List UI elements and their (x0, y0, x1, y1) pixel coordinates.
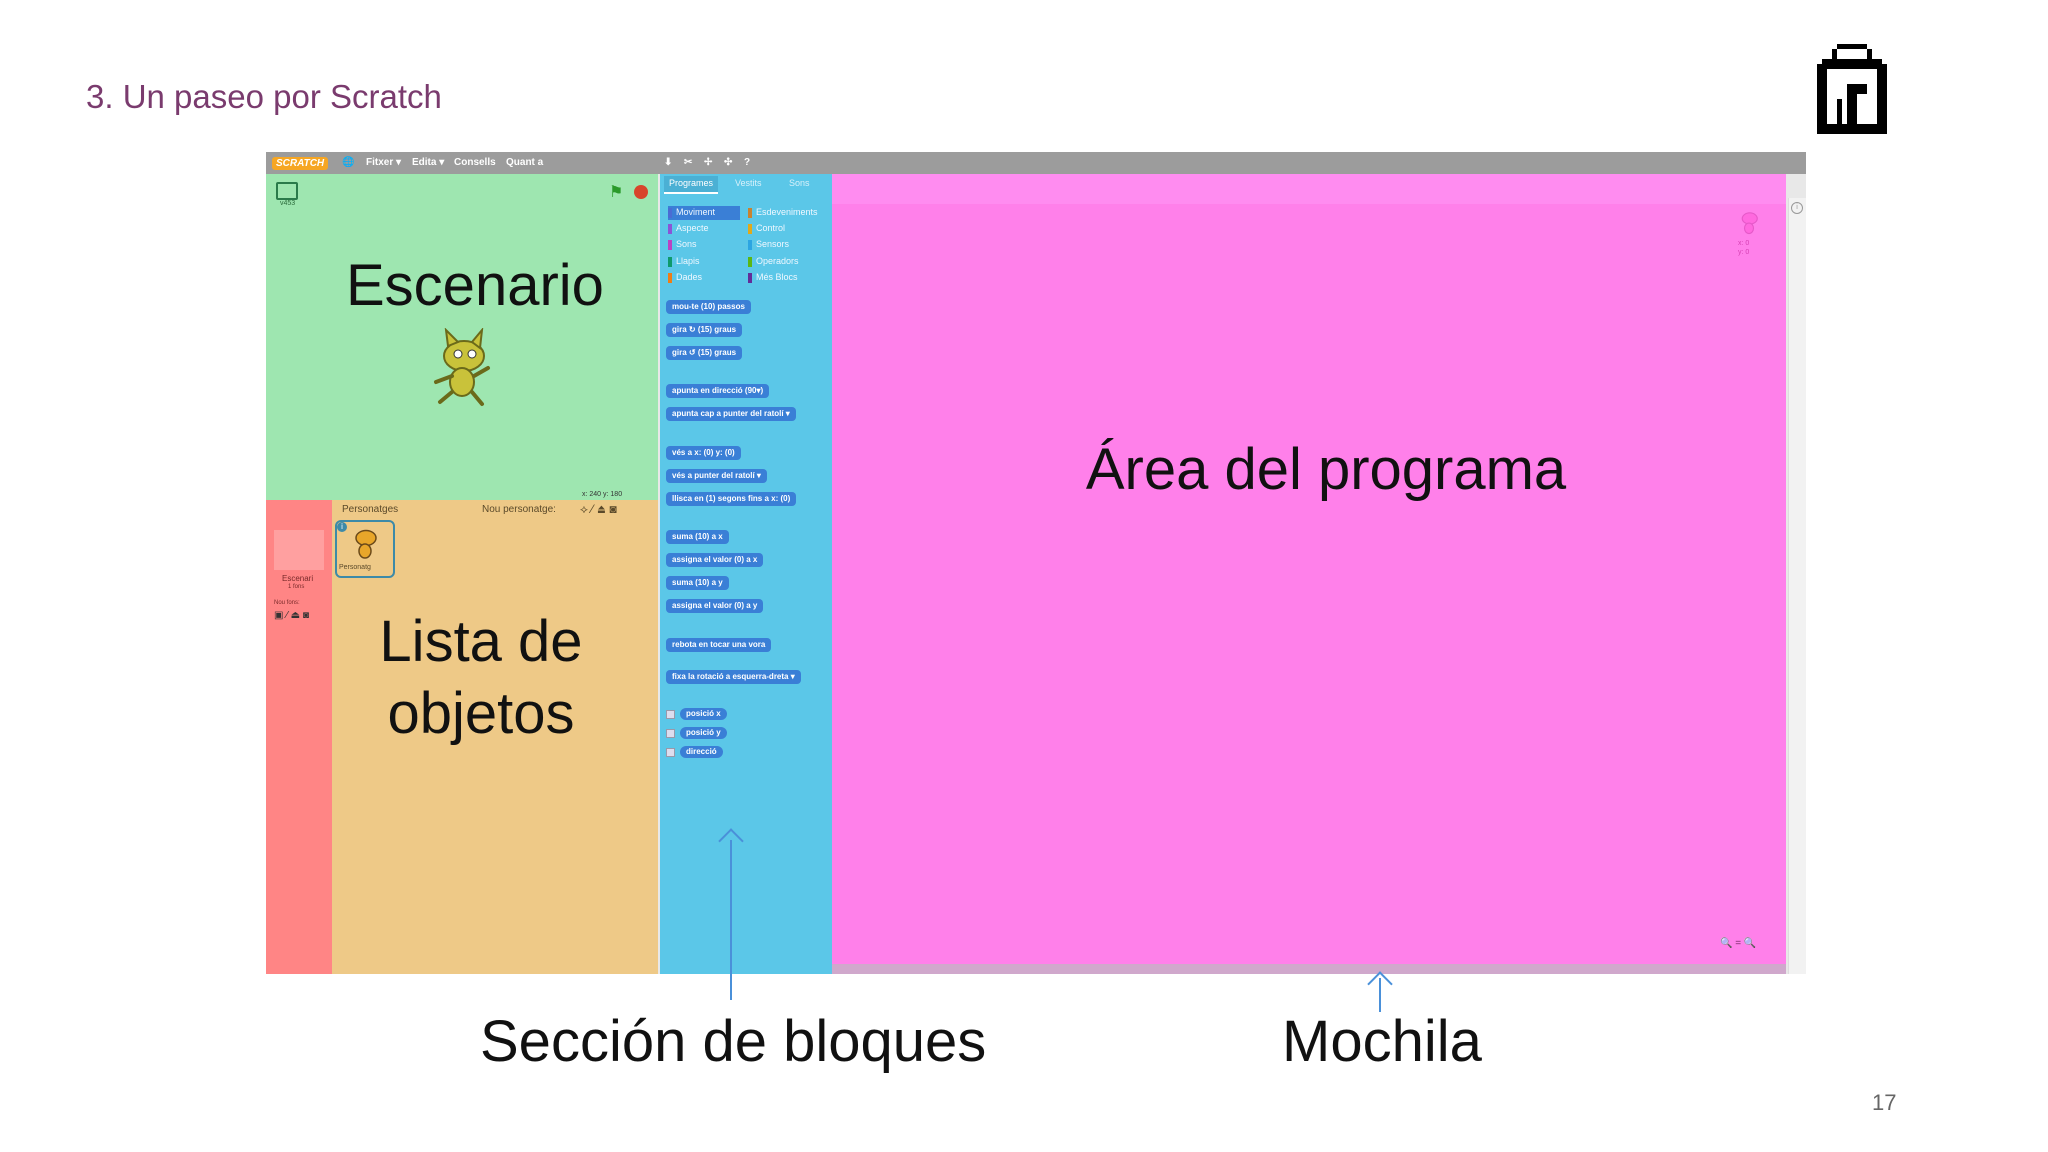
globe-icon[interactable]: 🌐 (342, 157, 355, 168)
menu-edit[interactable]: Edita ▾ (412, 157, 445, 168)
pixel-house-logo-icon (1817, 44, 1887, 134)
block-point-towards[interactable]: apunta cap a punter del ratolí ▾ (666, 407, 796, 421)
mouse-coords: x: 240 y: 180 (582, 491, 623, 498)
sprites-header: Personatges (342, 504, 399, 515)
stage-thumbnail[interactable] (274, 530, 324, 570)
block-change-x[interactable]: suma (10) a x (666, 530, 729, 544)
grow-icon[interactable]: ✢ (704, 157, 713, 168)
slide-title: 3. Un paseo por Scratch (86, 78, 442, 115)
menu-file[interactable]: Fitxer ▾ (366, 157, 402, 168)
sprite-list-label: Lista de objetos (379, 609, 583, 746)
checkbox-direction[interactable] (666, 748, 675, 757)
blocks-arrow (730, 840, 732, 1000)
scripts-area-top (832, 174, 1786, 204)
delete-icon[interactable]: ✂ (684, 157, 693, 168)
category-looks[interactable]: Aspecte (668, 223, 709, 234)
scripts-area[interactable] (832, 174, 1786, 972)
block-set-x[interactable]: assigna el valor (0) a x (666, 553, 764, 567)
backpack-bar[interactable] (832, 964, 1786, 974)
block-change-y[interactable]: suma (10) a y (666, 576, 729, 590)
zoom-controls[interactable]: 🔍 = 🔍 (1720, 938, 1757, 949)
backpack-arrow-head-icon (1367, 971, 1393, 997)
new-sprite-icons[interactable]: ⟡ ⁄ ⏏ ◙ (580, 502, 617, 516)
scratch-cat-sprite[interactable] (422, 328, 502, 408)
category-data[interactable]: Dades (668, 272, 702, 283)
sprite-list-panel[interactable]: Personatges Nou personatge: ⟡ ⁄ ⏏ ◙ i Pe… (332, 500, 658, 974)
scripts-scrollbar[interactable]: i (1788, 198, 1806, 974)
menu-about[interactable]: Quant a (506, 157, 544, 168)
category-sound[interactable]: Sons (668, 239, 697, 250)
block-goto-xy[interactable]: vés a x: (0) y: (0) (666, 446, 741, 460)
block-rotation-style[interactable]: fixa la rotació a esquerra-dreta ▾ (666, 670, 801, 684)
block-set-y[interactable]: assigna el valor (0) a y (666, 599, 764, 613)
stage-list-panel[interactable]: Escenari 1 fons Nou fons: ▣ ⁄ ⏏ ◙ (266, 500, 332, 974)
tab-costumes[interactable]: Vestits (735, 178, 762, 188)
page-number: 17 (1872, 1090, 1897, 1115)
info-icon[interactable]: i (337, 522, 347, 532)
menu-bar: SCRATCH 🌐 Fitxer ▾ Edita ▾ Consells Quan… (266, 152, 1806, 174)
block-move[interactable]: mou-te (10) passos (666, 300, 751, 314)
help-icon[interactable]: ? (744, 157, 751, 168)
backpack-annotation: Mochila (1282, 1009, 1482, 1074)
scripts-area-label: Área del programa (1085, 437, 1567, 502)
blocks-palette[interactable]: Programes Vestits Sons Moviment Aspecte … (660, 174, 832, 974)
block-goto[interactable]: vés a punter del ratolí ▾ (666, 469, 767, 483)
checkbox-x-position[interactable] (666, 710, 675, 719)
scratch-logo[interactable]: SCRATCH (272, 157, 329, 170)
new-sprite-label: Nou personatge: (482, 504, 556, 515)
scratch-editor-screenshot: SCRATCH 🌐 Fitxer ▾ Edita ▾ Consells Quan… (266, 152, 1806, 974)
backpack-arrow (1379, 978, 1381, 1012)
version-label: v453 (280, 200, 296, 207)
tab-scripts[interactable]: Programes (664, 176, 719, 194)
duplicate-icon[interactable]: ⬇ (664, 157, 673, 168)
category-events[interactable]: Esdeveniments (748, 207, 818, 218)
reporter-direction[interactable]: direcció (680, 746, 723, 758)
stage-label: Escenario (346, 253, 604, 318)
new-backdrop-label: Nou fons: (274, 600, 300, 606)
sprite-name: Personatg (339, 564, 371, 571)
category-motion[interactable]: Moviment (668, 207, 715, 218)
cat-thumbnail-icon (355, 529, 377, 559)
new-backdrop-icons[interactable]: ▣ ⁄ ⏏ ◙ (274, 610, 309, 621)
stage-name: Escenari (282, 574, 314, 583)
info-icon[interactable]: i (1791, 202, 1803, 214)
sprite-thumbnail[interactable]: i Personatg (335, 520, 395, 578)
green-flag-icon[interactable]: ⚑ (609, 184, 624, 201)
reporter-x-position[interactable]: posició x (680, 708, 727, 720)
tab-sounds[interactable]: Sons (789, 178, 810, 188)
menu-tips[interactable]: Consells (454, 157, 496, 168)
fullscreen-icon[interactable] (276, 182, 298, 200)
reporter-y-position[interactable]: posició y (680, 727, 727, 739)
blocks-section-annotation: Sección de bloques (480, 1009, 987, 1074)
category-control[interactable]: Control (748, 223, 785, 234)
category-operators[interactable]: Operadors (748, 256, 799, 267)
shrink-icon[interactable]: ✣ (724, 157, 733, 168)
category-pen[interactable]: Llapis (668, 256, 700, 267)
stop-icon[interactable] (634, 185, 648, 199)
block-turn-right[interactable]: gira ↻ (15) graus (666, 323, 743, 337)
category-more-blocks[interactable]: Més Blocs (748, 272, 798, 283)
block-bounce[interactable]: rebota en tocar una vora (666, 638, 772, 652)
checkbox-y-position[interactable] (666, 729, 675, 738)
sprite-x: x: 0 (1738, 240, 1750, 247)
block-turn-left[interactable]: gira ↺ (15) graus (666, 346, 743, 360)
block-point-direction[interactable]: apunta en direcció (90▾) (666, 384, 770, 398)
sprite-y: y: 0 (1738, 249, 1750, 256)
category-sensing[interactable]: Sensors (748, 239, 789, 250)
stage-backdrop-count: 1 fons (288, 584, 305, 590)
block-glide[interactable]: llisca en (1) segons fins a x: (0) (666, 492, 797, 506)
sprite-corner-cat-icon (1741, 212, 1758, 235)
